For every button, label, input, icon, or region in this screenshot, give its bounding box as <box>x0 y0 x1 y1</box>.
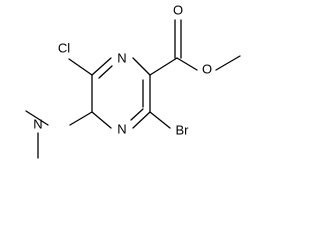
structure-canvas: N N Cl Br N O O <box>25 2 241 159</box>
bond-c5-n4 <box>91 111 112 129</box>
bond-c3-br <box>149 111 171 129</box>
bond-c2-n1 <box>132 57 151 76</box>
bond-n1-c6 <box>91 57 112 76</box>
bond-oester-methyl <box>215 55 241 71</box>
atom-n-top: N <box>117 51 126 66</box>
bond-n-methyl-top <box>25 110 49 126</box>
bond-c2-ccarb <box>149 57 178 76</box>
atom-n-bottom: N <box>117 122 126 137</box>
atom-ester-o: O <box>202 62 212 77</box>
bond-n4-c3-inner <box>130 108 144 121</box>
atom-chlorine: Cl <box>58 41 70 56</box>
bond-n4-c3 <box>132 111 151 129</box>
bond-n1-c6-inner <box>98 65 113 79</box>
bond-ccarb-oester <box>176 57 198 71</box>
atom-carbonyl-o: O <box>173 3 183 18</box>
atom-bromine: Br <box>176 123 190 138</box>
bond-c6-cl <box>68 58 93 76</box>
structure-svg: N N Cl Br N O O <box>25 3 241 159</box>
bond-c5-n <box>69 111 93 126</box>
atom-amine-n: N <box>33 117 42 132</box>
